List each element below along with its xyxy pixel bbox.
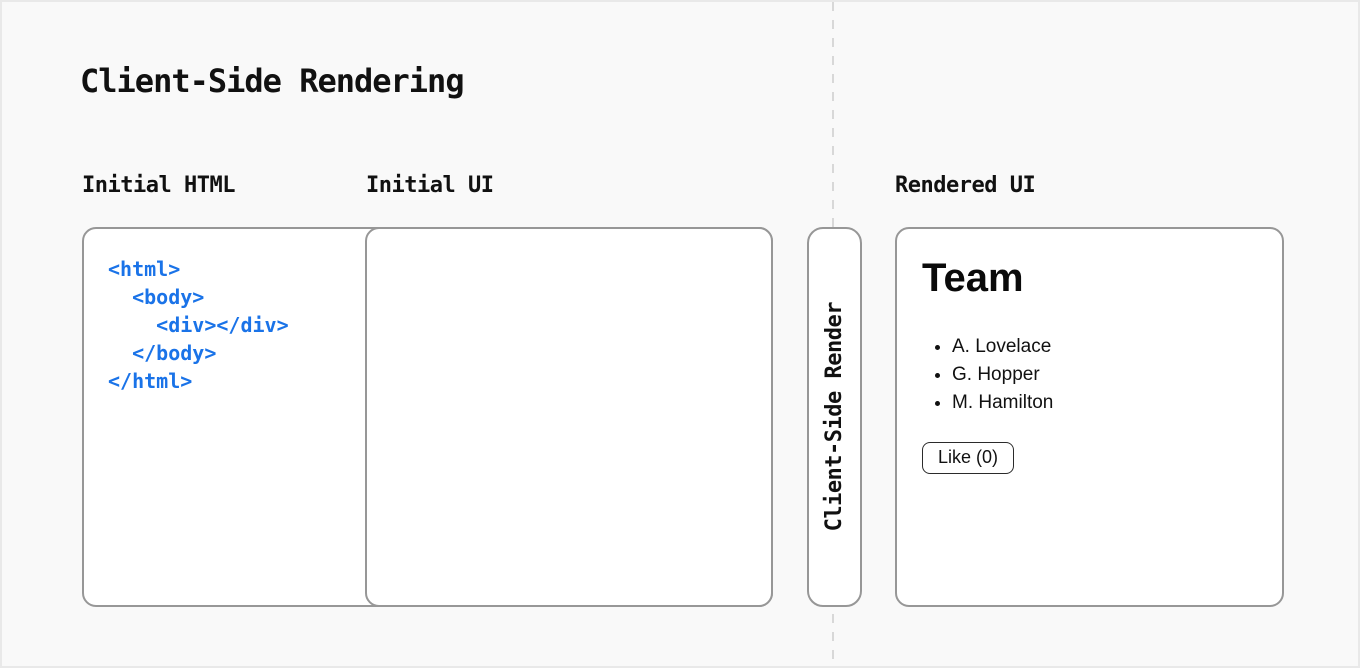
initial-ui-panel xyxy=(365,227,773,607)
client-side-render-label: Client-Side Render xyxy=(822,302,847,532)
label-initial-html: Initial HTML xyxy=(82,173,235,198)
label-rendered-ui: Rendered UI xyxy=(895,173,1036,198)
team-member-item: G. Hopper xyxy=(952,361,1282,389)
page-title: Client-Side Rendering xyxy=(80,62,465,100)
team-heading: Team xyxy=(922,256,1024,300)
html-source-code: <html> <body> <div></div> </body> </html… xyxy=(108,257,289,393)
like-button[interactable]: Like (0) xyxy=(922,442,1015,474)
client-side-render-pill: Client-Side Render xyxy=(807,227,862,607)
rendered-ui-panel: Team A. Lovelace G. Hopper M. Hamilton L… xyxy=(895,227,1284,607)
team-member-list: A. Lovelace G. Hopper M. Hamilton xyxy=(897,333,1282,417)
team-member-item: M. Hamilton xyxy=(952,389,1282,417)
team-member-item: A. Lovelace xyxy=(952,333,1282,361)
label-initial-ui: Initial UI xyxy=(366,173,494,198)
